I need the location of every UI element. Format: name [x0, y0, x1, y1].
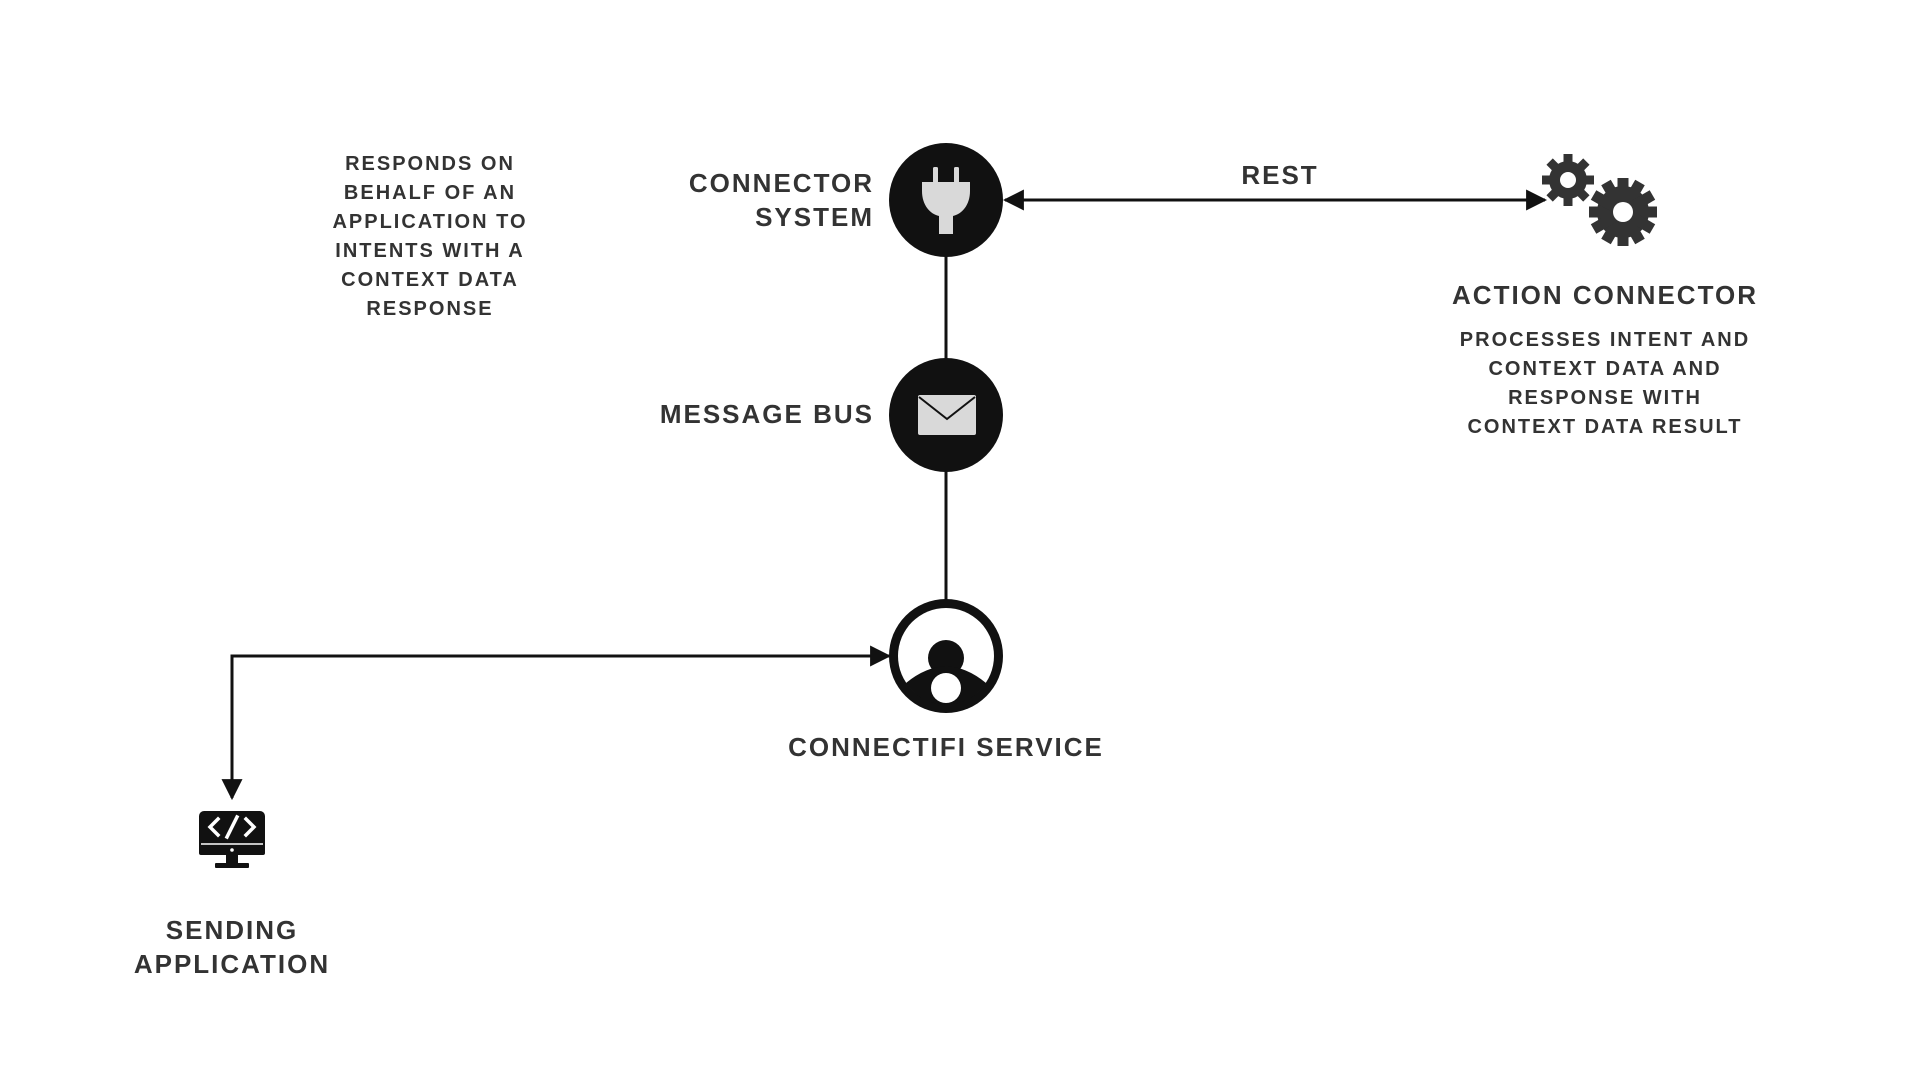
message-bus-title: MESSAGE BUS — [659, 399, 874, 429]
action-connector-title: ACTION CONNECTOR — [1452, 280, 1758, 310]
gears-icon[interactable] — [1542, 154, 1657, 246]
rest-edge-label: REST — [1241, 160, 1319, 190]
code-brackets — [207, 814, 257, 840]
code-monitor-icon[interactable] — [199, 811, 265, 868]
sending-application-title: SENDING APPLICATION — [133, 915, 331, 979]
gear-large — [1589, 178, 1657, 246]
service-to-app-arrow — [221, 645, 892, 801]
envelope-icon — [918, 395, 976, 435]
gear-small — [1542, 154, 1594, 206]
connectifi-logo-icon — [906, 640, 986, 705]
action-connector-description: PROCESSES INTENT AND CONTEXT DATA AND RE… — [1459, 329, 1751, 438]
connector-system-description: RESPONDS ON BEHALF OF AN APPLICATION TO … — [332, 153, 528, 320]
message-bus-node[interactable] — [889, 358, 1003, 472]
connectifi-service-title: CONNECTIFI SERVICE — [788, 732, 1104, 762]
connector-system-node[interactable] — [889, 143, 1003, 257]
connector-system-title: CONNECTOR SYSTEM — [688, 168, 874, 232]
connectifi-service-node[interactable] — [889, 599, 1003, 713]
plug-icon — [922, 167, 970, 234]
